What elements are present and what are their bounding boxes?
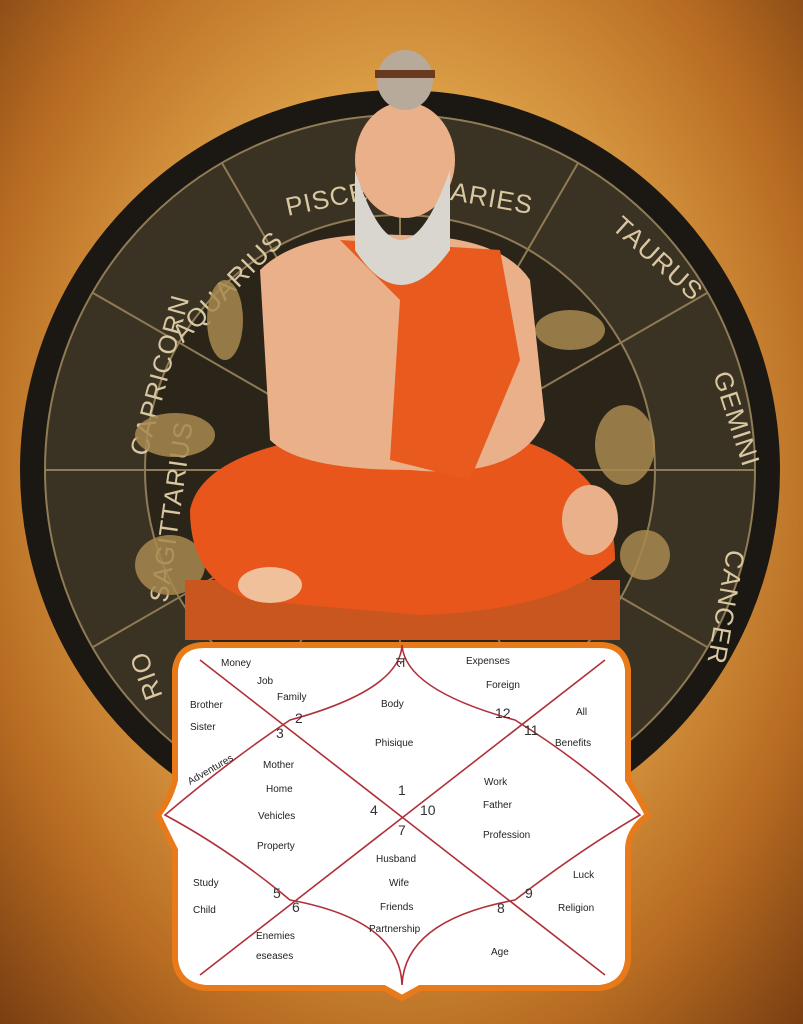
house-number-3: 3 bbox=[276, 725, 284, 741]
house-9-label: Religion bbox=[558, 903, 594, 914]
house-7-label: Wife bbox=[389, 878, 409, 889]
house-2-label: Job bbox=[257, 676, 274, 687]
house-number-9: 9 bbox=[525, 885, 533, 901]
aquarius-figure-icon bbox=[207, 280, 243, 360]
house-number-7: 7 bbox=[398, 822, 406, 838]
house-number-5: 5 bbox=[273, 885, 281, 901]
house-6-label: eseases bbox=[256, 951, 293, 962]
house-7-label: Friends bbox=[380, 902, 413, 913]
house-5-label: Child bbox=[193, 905, 216, 916]
birth-chart: ल 1 2 3 4 5 6 7 8 9 10 11 12 Body Phisiq… bbox=[154, 642, 652, 1002]
house-7-label: Partnership bbox=[369, 924, 421, 935]
house-1-label: Body bbox=[381, 699, 404, 710]
house-number-8: 8 bbox=[497, 900, 505, 916]
house-5-label: Study bbox=[193, 878, 219, 889]
top-symbol: ल bbox=[396, 654, 406, 670]
house-9-label: Luck bbox=[573, 870, 595, 881]
cancer-crab-icon bbox=[620, 530, 670, 580]
house-6-label: Enemies bbox=[256, 931, 295, 942]
house-number-4: 4 bbox=[370, 802, 378, 818]
house-number-1: 1 bbox=[398, 782, 406, 798]
house-number-2: 2 bbox=[295, 710, 303, 726]
taurus-bull-icon bbox=[535, 310, 605, 350]
house-11-label: All bbox=[576, 707, 587, 718]
capricorn-goat-icon bbox=[135, 413, 215, 457]
house-4-label: Vehicles bbox=[258, 811, 295, 822]
house-10-label: Father bbox=[483, 800, 513, 811]
house-10-label: Profession bbox=[483, 830, 530, 841]
house-2-label: Money bbox=[221, 658, 251, 669]
house-2-label: Family bbox=[277, 692, 306, 703]
house-1-label: Phisique bbox=[375, 738, 414, 749]
house-number-6: 6 bbox=[292, 899, 300, 915]
sage-figure bbox=[185, 50, 620, 640]
house-3-label: Sister bbox=[190, 722, 216, 733]
house-number-11: 11 bbox=[524, 722, 539, 738]
house-number-10: 10 bbox=[420, 802, 436, 818]
house-11-label: Benefits bbox=[555, 738, 591, 749]
house-12-label: Expenses bbox=[466, 656, 510, 667]
house-4-label: Mother bbox=[263, 760, 295, 771]
house-12-label: Foreign bbox=[486, 680, 520, 691]
house-4-label: Home bbox=[266, 784, 293, 795]
gemini-twins-icon bbox=[595, 405, 655, 485]
house-4-label: Property bbox=[257, 841, 295, 852]
house-number-12: 12 bbox=[495, 705, 511, 721]
house-10-label: Work bbox=[484, 777, 508, 788]
house-7-label: Husband bbox=[376, 854, 416, 865]
house-3-label: Brother bbox=[190, 700, 223, 711]
house-8-label: Age bbox=[491, 947, 509, 958]
